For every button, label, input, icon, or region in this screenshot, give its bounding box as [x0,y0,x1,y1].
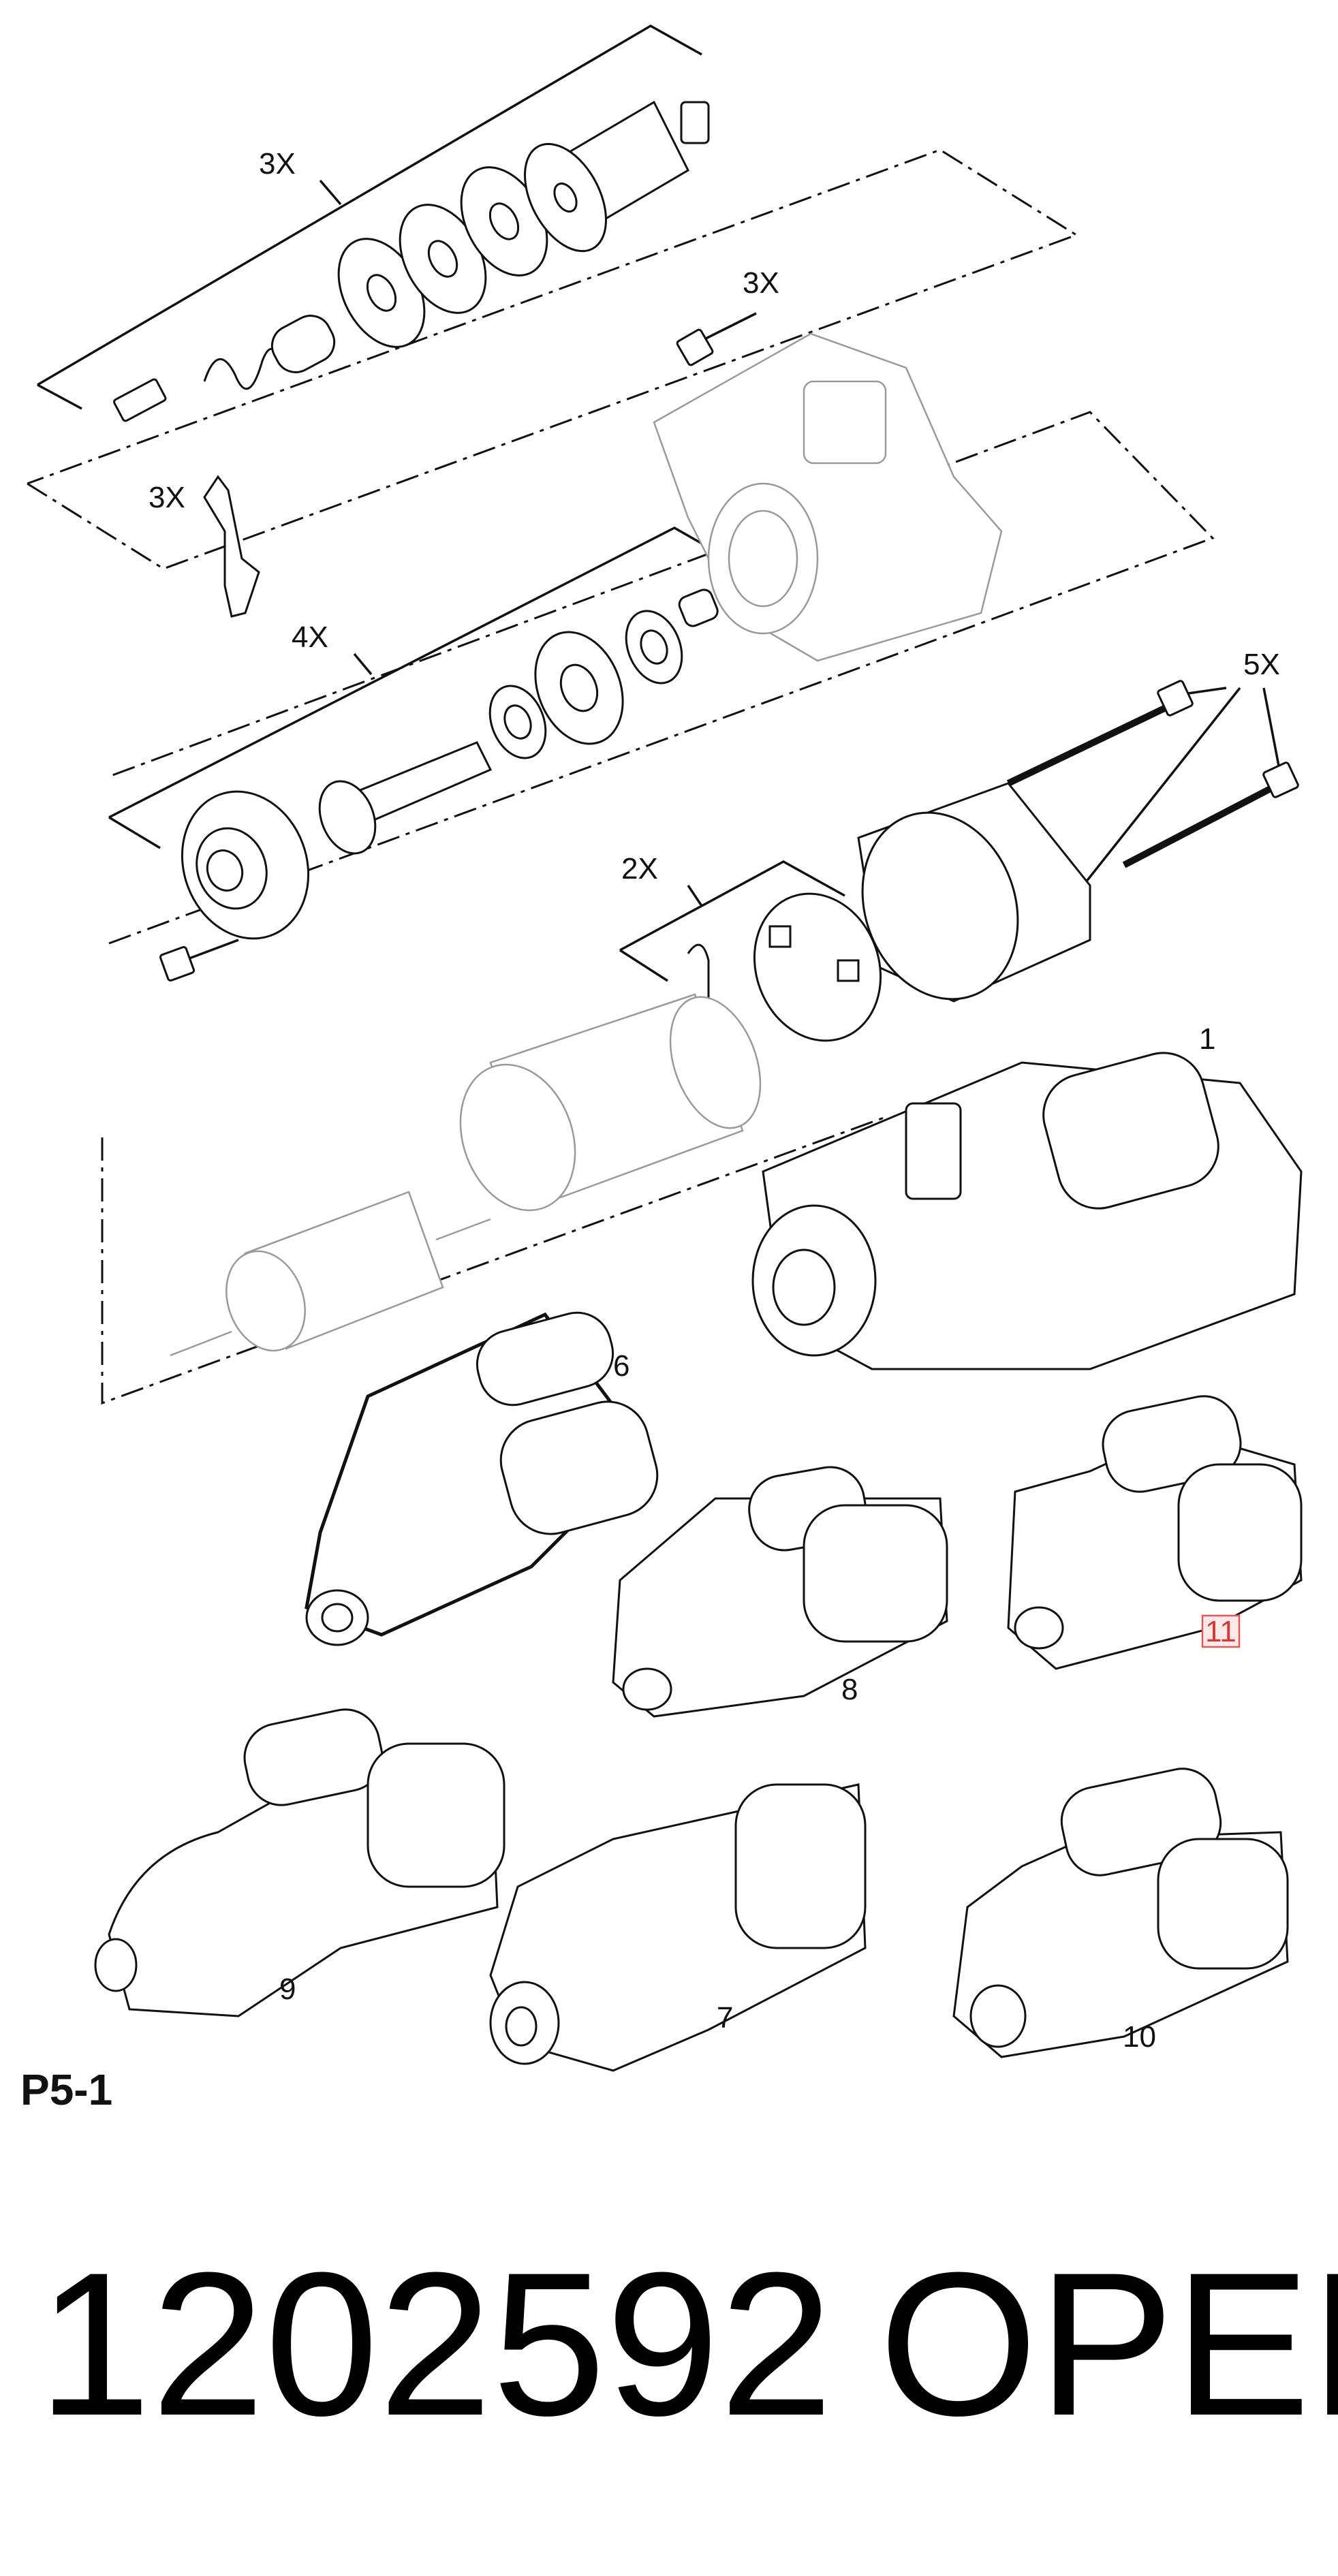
starter-motor-9 [94,1708,505,2017]
starter-motor-11 [1007,1395,1303,1670]
part-number-10: 10 [1123,2020,1156,2054]
part-number-9: 9 [279,1973,296,2006]
starter-motor-8 [612,1466,948,1718]
dashed-group-outlines [27,148,1215,1405]
callout-bolts-qty: 3X [743,266,779,300]
shift-lever [203,475,260,618]
callout-solenoid-qty: 3X [259,147,296,180]
part-number-1: 1 [1199,1022,1215,1056]
bolt-lower-left [159,939,239,982]
commutator-end-cap [857,782,1091,1003]
bracket-solenoid-3x [37,24,702,410]
sheet-code: P5-1 [20,2065,112,2114]
callout-brush-qty: 2X [621,852,658,885]
part-number-6: 6 [613,1349,629,1383]
starter-motor-10 [952,1768,1289,2058]
part-number-8: 8 [841,1673,858,1706]
through-bolts [1006,680,1299,868]
callout-throughbolt-qty: 5X [1243,648,1280,681]
armature-ghost [170,1191,491,1357]
bolt-small [676,312,757,366]
starter-motor-1 [751,1052,1303,1370]
drive-end-housing-ghost [653,332,1003,662]
leader-lines-5x [1082,687,1282,887]
part-number-11-highlight: 11 [1201,1614,1241,1648]
starter-motor-7 [489,1783,867,2072]
bracket-brushes-2x [619,860,845,982]
part-number-7: 7 [717,2001,733,2035]
solenoid-parts [113,100,710,422]
brand-name: OPEL [879,2229,1338,2458]
part-number-11: 11 [1205,1615,1236,1648]
drive-assembly-parts [181,588,719,940]
brush-holder [687,892,882,1057]
starter-motor-6 [305,1311,659,1646]
callout-lever-qty: 3X [149,481,185,514]
field-yoke-ghost [459,993,762,1212]
callout-drive-qty: 4X [292,621,328,654]
catalog-number: 1202592 [37,2229,833,2458]
